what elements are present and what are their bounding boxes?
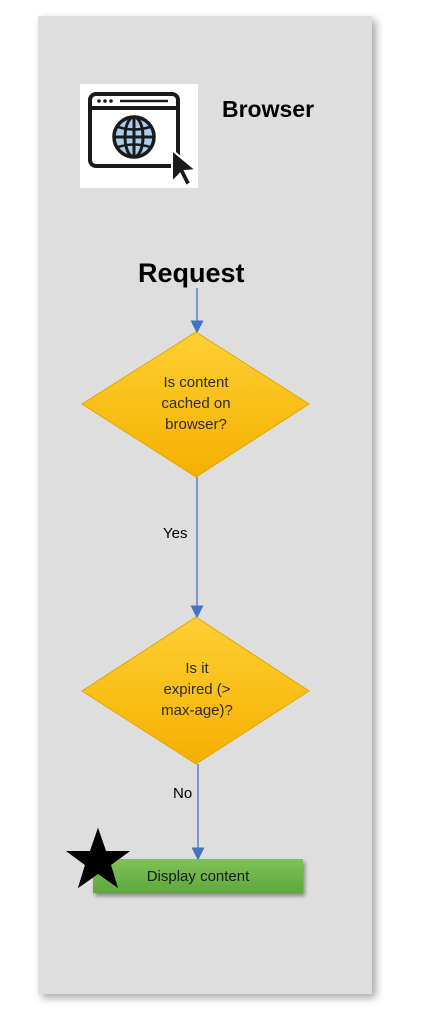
decision-diamond-expired [81,616,310,765]
edge-label-yes: Yes [163,525,188,542]
lane-title: Browser [222,96,315,122]
browser-globe-cursor-icon [88,92,199,188]
edge-label-no: No [173,785,193,802]
process-label: Display content [146,867,250,885]
browser-icon-box [80,84,199,188]
request-label: Request [138,258,245,288]
decision-expired-text: Is it expired (> max-age)? [161,660,233,719]
decision-cached-text: Is content cached on browser? [161,374,231,433]
display-content-box: Display content [93,859,303,893]
decision-diamond-cached [81,331,310,478]
